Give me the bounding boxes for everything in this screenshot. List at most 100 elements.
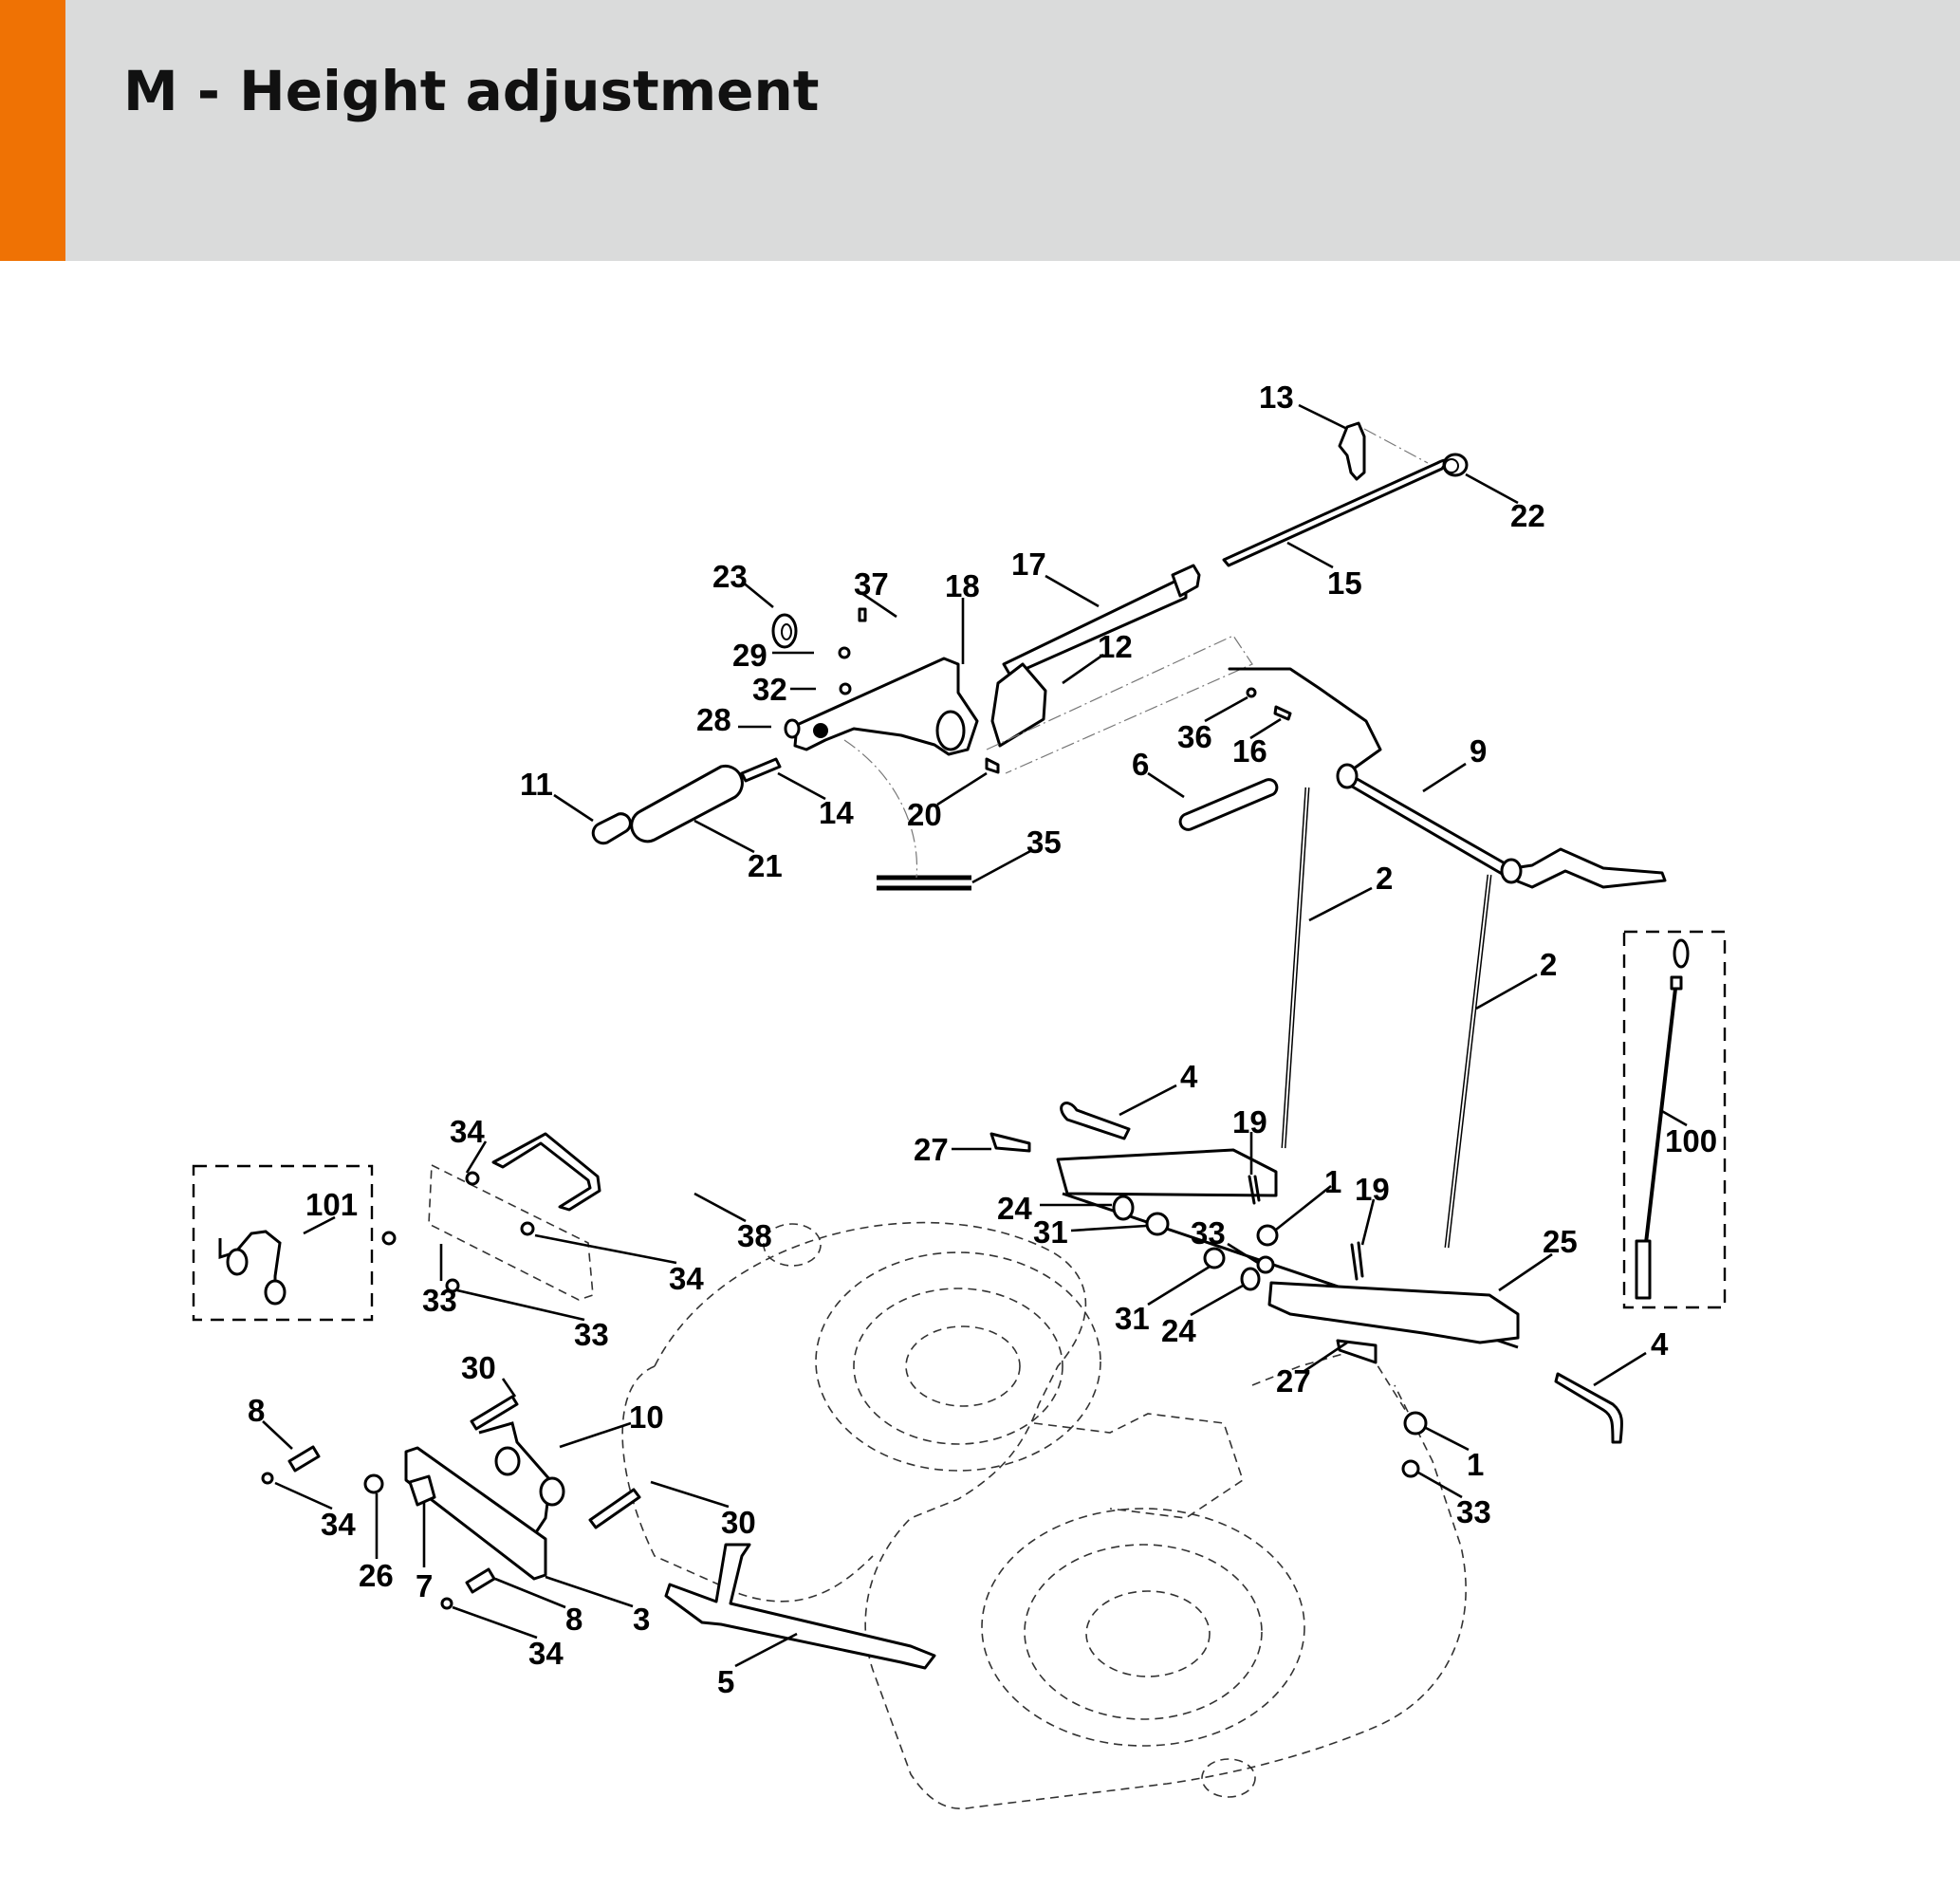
callout-22: 22	[1510, 498, 1545, 533]
callout-32: 32	[752, 672, 787, 707]
leader-line-12	[1062, 653, 1104, 685]
spring-6	[1178, 778, 1279, 831]
pin-4-upper	[1060, 1102, 1131, 1140]
callout-9: 9	[1470, 733, 1487, 769]
lever-18	[793, 657, 979, 756]
leader-line-33	[1417, 1471, 1463, 1499]
nut-26	[363, 1473, 384, 1494]
callout-6: 6	[1132, 747, 1149, 782]
callout-30: 30	[461, 1350, 496, 1385]
bushing-24-lower	[1240, 1267, 1261, 1291]
kit-box-101	[192, 1164, 374, 1322]
leader-line-16	[1249, 717, 1282, 740]
washer-23	[771, 613, 798, 649]
callout-20: 20	[907, 797, 942, 832]
callout-2: 2	[1376, 861, 1393, 896]
leader-line-101	[303, 1215, 336, 1235]
callout-8: 8	[248, 1393, 265, 1428]
callout-5: 5	[717, 1664, 734, 1699]
mower-deck-outline	[621, 1221, 1467, 1809]
cable-100	[1635, 938, 1690, 1300]
bracket-upper	[1056, 1148, 1278, 1197]
leader-line-21	[693, 819, 755, 854]
leader-line-5	[734, 1632, 798, 1668]
nut-34-lower	[440, 1597, 453, 1610]
cap-22	[1442, 453, 1469, 477]
callout-34: 34	[321, 1507, 356, 1542]
grip-21	[630, 764, 744, 843]
callout-14: 14	[819, 795, 854, 830]
callout-36: 36	[1177, 719, 1212, 754]
page-title: M - Height adjustment	[123, 59, 820, 123]
bolt-16	[1273, 705, 1292, 721]
leader-line-24	[1190, 1284, 1244, 1317]
leader-line-34	[452, 1605, 538, 1640]
callout-17: 17	[1011, 547, 1046, 582]
leader-line-22	[1465, 472, 1519, 505]
callout-29: 29	[732, 638, 767, 673]
callout-30: 30	[721, 1505, 756, 1540]
leader-line-1	[1425, 1426, 1470, 1452]
plug-11	[591, 812, 632, 845]
assembly-line-frame	[986, 635, 1253, 774]
bolt-27-upper	[989, 1132, 1031, 1153]
leader-line-30	[650, 1480, 730, 1509]
leader-line-8	[494, 1577, 566, 1609]
leader-line-37	[860, 591, 897, 619]
nut-34-mid	[520, 1221, 535, 1236]
washer-36	[1246, 687, 1257, 698]
nut-32	[839, 682, 852, 695]
nut-34-left	[261, 1472, 274, 1485]
leader-line-33	[1227, 1242, 1259, 1265]
plate-upper	[428, 1163, 594, 1301]
callout-1: 1	[1467, 1447, 1484, 1482]
callout-101: 101	[305, 1187, 358, 1222]
callout-34: 34	[450, 1114, 485, 1149]
assembly-line-arc	[843, 739, 918, 879]
callout-3: 3	[633, 1602, 650, 1637]
leader-line-15	[1286, 541, 1334, 569]
callout-33: 33	[1456, 1494, 1491, 1529]
bushing-7	[408, 1474, 436, 1507]
callout-19: 19	[1232, 1104, 1267, 1140]
leader-line-36	[1204, 695, 1248, 723]
leader-line-34	[274, 1481, 333, 1510]
nut-1-upper	[1256, 1224, 1279, 1247]
callout-24: 24	[1161, 1313, 1196, 1348]
callout-16: 16	[1232, 733, 1267, 769]
pin-8-upper	[287, 1445, 321, 1473]
nut-33-mid	[445, 1278, 460, 1293]
leader-line-2	[1308, 886, 1373, 922]
nut-29	[838, 646, 851, 659]
leader-line-23	[741, 580, 774, 609]
leader-line-9	[1422, 762, 1467, 793]
leader-line-100	[1659, 1108, 1688, 1127]
callout-27: 27	[914, 1132, 949, 1167]
callout-23: 23	[712, 559, 748, 594]
leader-line-6	[1147, 771, 1185, 799]
leader-line-34	[465, 1140, 488, 1174]
nut-31-upper	[1145, 1212, 1170, 1236]
u-bolt-38	[491, 1132, 601, 1212]
leader-line-4	[1119, 1084, 1177, 1117]
callout-26: 26	[359, 1558, 394, 1593]
plate-13	[1338, 421, 1366, 481]
bolt-30-upper	[470, 1395, 519, 1431]
nut-34-upper	[465, 1171, 480, 1186]
leader-line-4	[1593, 1351, 1647, 1387]
leader-line-20	[936, 771, 988, 806]
callout-31: 31	[1115, 1301, 1150, 1336]
leader-line-13	[1298, 403, 1348, 431]
callout-15: 15	[1327, 565, 1362, 601]
callout-38: 38	[737, 1218, 772, 1253]
nut-31-lower	[1203, 1247, 1226, 1269]
leader-line-31	[1147, 1265, 1211, 1306]
leader-line-35	[971, 848, 1033, 884]
callout-13: 13	[1259, 380, 1294, 415]
callout-35: 35	[1026, 825, 1062, 860]
callout-34: 34	[528, 1636, 564, 1671]
leader-line-3	[545, 1575, 634, 1608]
rod-2-left	[1281, 787, 1310, 1149]
callout-34: 34	[669, 1261, 704, 1296]
